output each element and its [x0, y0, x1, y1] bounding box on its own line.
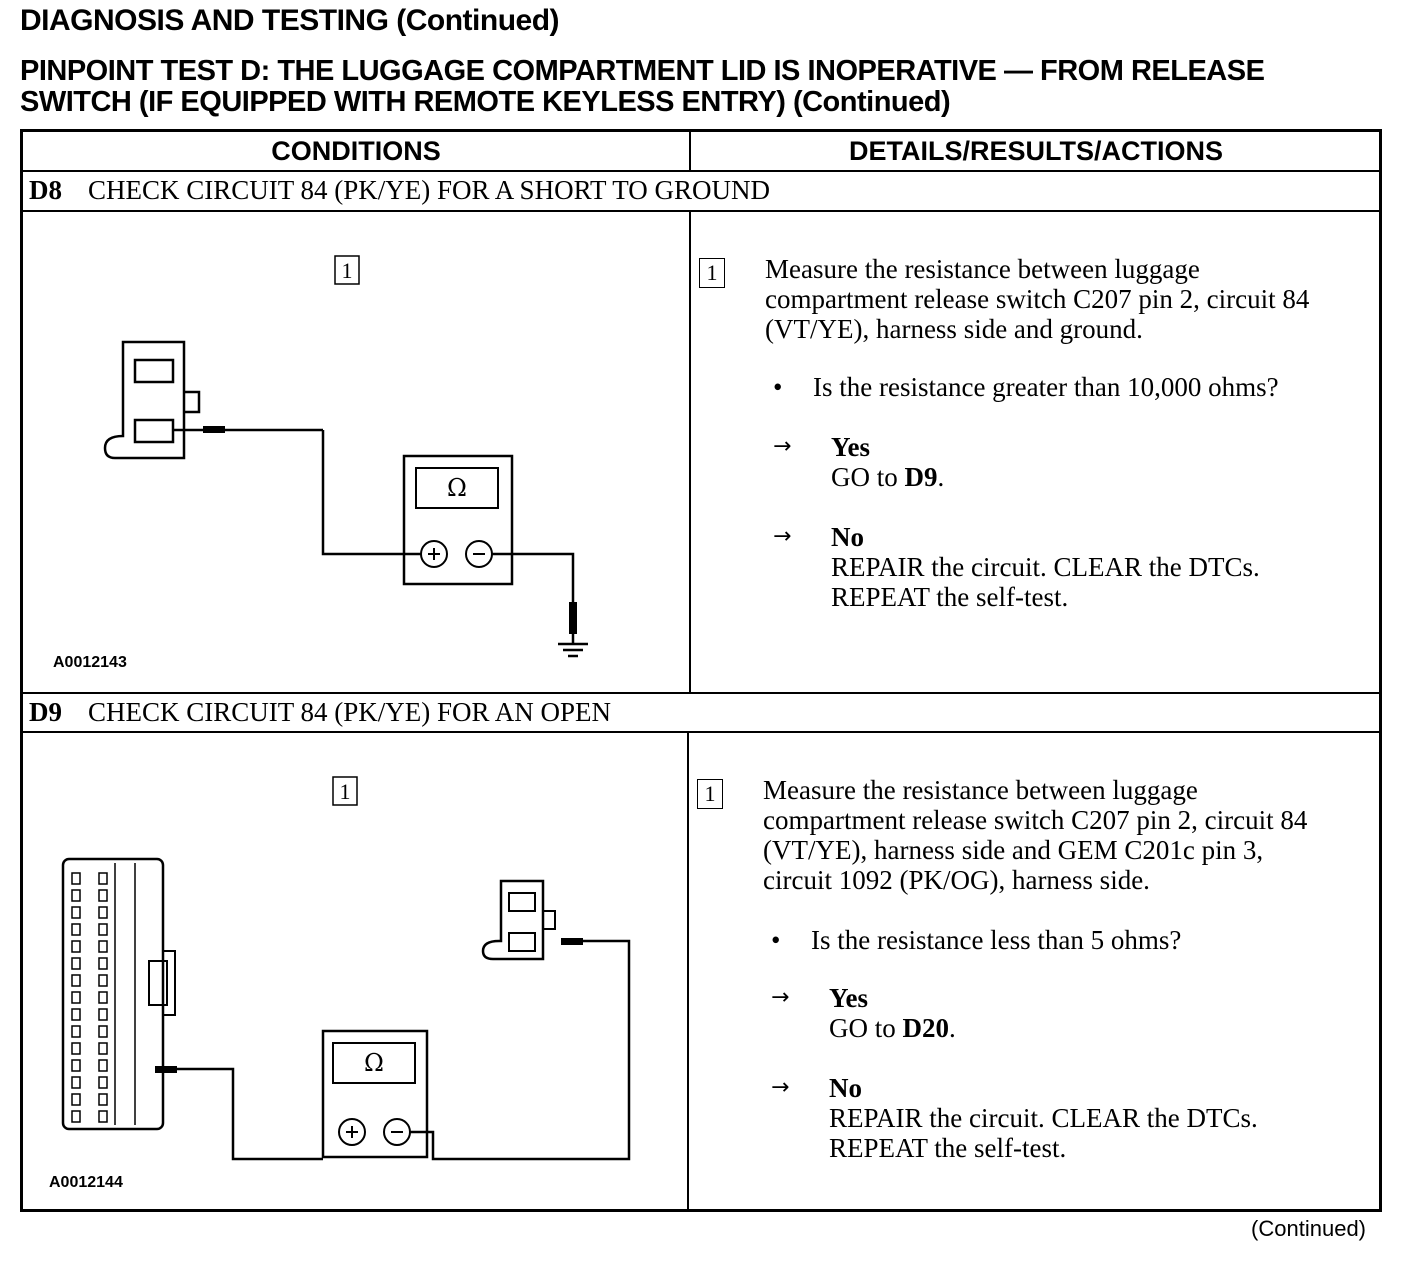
arrow-right-icon: → [771, 1075, 790, 1100]
test-title-line-1: PINPOINT TEST D: THE LUGGAGE COMPARTMENT… [20, 55, 1265, 87]
measure-instruction: Measure the resistance between luggage c… [763, 775, 1363, 895]
no-action-line: REPAIR the circuit. CLEAR the DTCs. [829, 1103, 1258, 1133]
connector-pin [71, 1008, 81, 1021]
step-header-d9: D9 CHECK CIRCUIT 84 (PK/YE) FOR AN OPEN [29, 697, 611, 728]
row-divider [23, 170, 1379, 172]
column-divider [689, 212, 691, 692]
row-divider [23, 731, 1379, 733]
row-divider [23, 692, 1379, 694]
connector-pin [71, 1042, 81, 1055]
no-label: No [829, 1073, 862, 1103]
connector-pin [71, 872, 81, 885]
arrow-right-icon: → [773, 524, 792, 549]
instruction-line: compartment release switch C207 pin 2, c… [765, 284, 1310, 314]
callout-1-box: 1 [699, 258, 725, 288]
connector-pin [71, 923, 81, 936]
column-divider [689, 132, 691, 170]
d9-resistance-diagram: 1 Ω [61, 776, 631, 1161]
connector-pin [71, 940, 81, 953]
d9-callout: 1 [340, 779, 351, 804]
yes-action: GO to D9. [831, 462, 945, 492]
no-action-line: REPEAT the self-test. [831, 582, 1069, 612]
gem-connector-pins [71, 872, 108, 1123]
d8-callout: 1 [342, 258, 353, 283]
yes-action: GO to D20. [829, 1013, 956, 1043]
connector-pin [98, 1110, 108, 1123]
step-id: D9 [29, 697, 62, 727]
no-label: No [831, 522, 864, 552]
connector-pin [98, 872, 108, 885]
test-title-line-2: SWITCH (IF EQUIPPED WITH REMOTE KEYLESS … [20, 86, 951, 118]
connector-pin [98, 957, 108, 970]
ohm-icon: Ω [364, 1049, 384, 1077]
question: Is the resistance less than 5 ohms? [811, 925, 1182, 955]
arrow-right-icon: → [771, 985, 790, 1010]
continued-footer: (Continued) [1251, 1216, 1366, 1241]
arrow-right-icon: → [773, 434, 792, 459]
column-divider [687, 733, 689, 1209]
question: Is the resistance greater than 10,000 oh… [813, 372, 1279, 402]
connector-pin [98, 1059, 108, 1072]
no-action-line: REPEAT the self-test. [829, 1133, 1067, 1163]
bullet-icon: • [773, 372, 783, 402]
connector-pin [71, 889, 81, 902]
connector-pin [98, 906, 108, 919]
instruction-line: circuit 1092 (PK/OG), harness side. [763, 865, 1150, 895]
connector-pin [71, 991, 81, 1004]
instruction-line: Measure the resistance between luggage [763, 775, 1198, 805]
step-id: D8 [29, 175, 62, 205]
step-title: CHECK CIRCUIT 84 (PK/YE) FOR A SHORT TO … [88, 175, 770, 205]
instruction-line: Measure the resistance between luggage [765, 254, 1200, 284]
connector-pin [71, 1076, 81, 1089]
instruction-line: (VT/YE), harness side and GEM C201c pin … [763, 835, 1264, 865]
row-divider [23, 210, 1379, 212]
instruction-line: compartment release switch C207 pin 2, c… [763, 805, 1308, 835]
connector-pin [98, 1093, 108, 1106]
yes-result: Yes GO to D9. [831, 432, 944, 492]
connector-pin [71, 1093, 81, 1106]
d8-resistance-diagram: 1 Ω [103, 255, 588, 658]
connector-pin [98, 889, 108, 902]
no-result: No REPAIR the circuit. CLEAR the DTCs. R… [831, 522, 1260, 612]
yes-label: Yes [829, 983, 868, 1013]
pinpoint-test-title: PINPOINT TEST D: THE LUGGAGE COMPARTMENT… [20, 56, 1390, 118]
connector-pin [98, 1076, 108, 1089]
connector-pin [71, 1110, 81, 1123]
step-header-d8: D8 CHECK CIRCUIT 84 (PK/YE) FOR A SHORT T… [29, 175, 770, 206]
no-action-line: REPAIR the circuit. CLEAR the DTCs. [831, 552, 1260, 582]
connector-pin [98, 1008, 108, 1021]
d9-details: 1 Measure the resistance between luggage… [695, 775, 1375, 1205]
page-title: DIAGNOSIS AND TESTING (Continued) [20, 4, 560, 37]
connector-pin [71, 1025, 81, 1038]
details-column-header: DETAILS/RESULTS/ACTIONS [848, 136, 1223, 166]
yes-result: Yes GO to D20. [829, 983, 956, 1043]
connector-pin [98, 974, 108, 987]
no-result: No REPAIR the circuit. CLEAR the DTCs. R… [829, 1073, 1258, 1163]
instruction-line: (VT/YE), harness side and ground. [765, 314, 1143, 344]
connector-pin [98, 923, 108, 936]
yes-label: Yes [831, 432, 870, 462]
callout-1-box: 1 [697, 779, 723, 809]
bullet-icon: • [771, 925, 781, 955]
d8-details: 1 Measure the resistance between luggage… [697, 254, 1377, 684]
connector-pin [98, 1042, 108, 1055]
connector-pin [71, 1059, 81, 1072]
connector-pin [71, 957, 81, 970]
figure-code-d9: A0012144 [49, 1174, 123, 1191]
connector-pin [71, 906, 81, 919]
conditions-column-header: CONDITIONS [271, 136, 441, 166]
connector-pin [71, 974, 81, 987]
connector-pin [98, 1025, 108, 1038]
connector-pin [98, 991, 108, 1004]
connector-pin [98, 940, 108, 953]
measure-instruction: Measure the resistance between luggage c… [765, 254, 1365, 344]
step-title: CHECK CIRCUIT 84 (PK/YE) FOR AN OPEN [88, 697, 612, 727]
ohm-icon: Ω [447, 474, 467, 502]
figure-code-d8: A0012143 [53, 654, 127, 671]
